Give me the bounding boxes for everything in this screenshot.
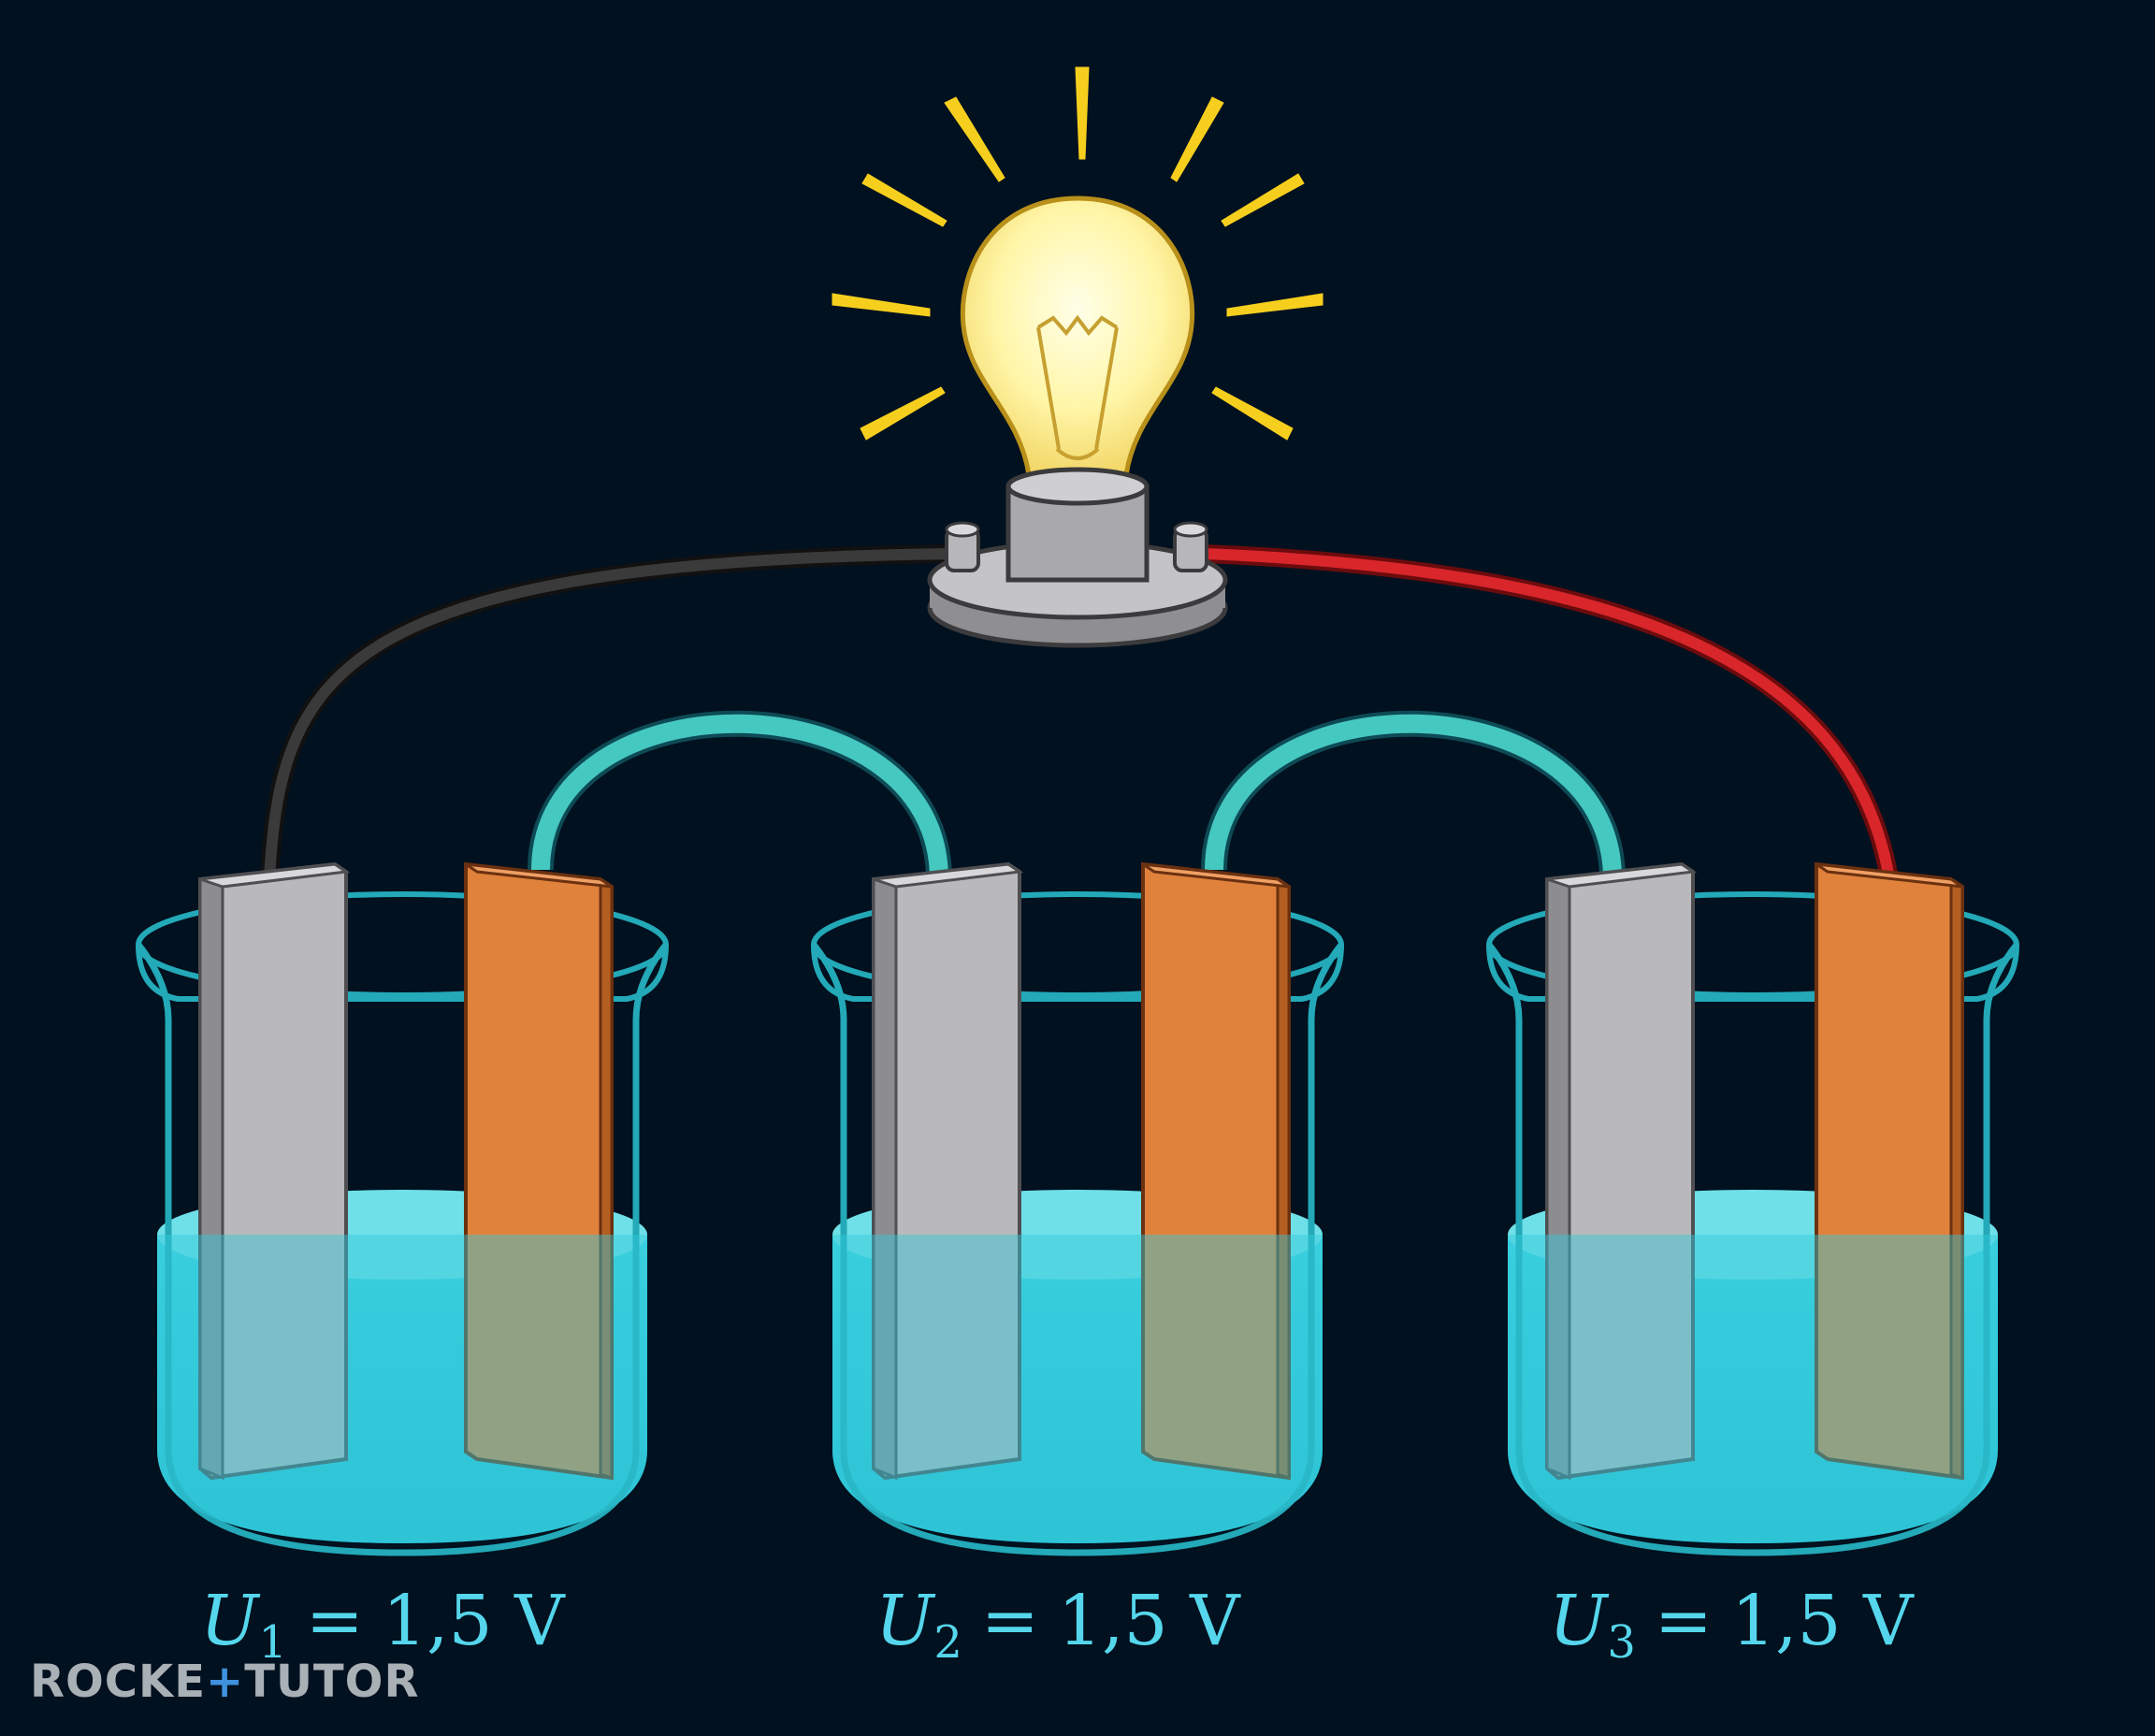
negative-wire [260,544,957,880]
bulb-socket-icon [927,467,1228,648]
watermark-logo: ROCKE+TUTOR [30,1656,420,1708]
light-rays [832,66,1323,441]
cell-3-voltage-label: U3=1,5 V [1549,1581,1914,1669]
cell-1-voltage-label: U1=1,5 V [200,1581,565,1669]
cell-2-voltage-label: U2=1,5 V [875,1581,1240,1669]
salt-bridge-1 [528,710,952,880]
salt-bridge-2 [1201,710,1626,880]
light-bulb-icon [960,195,1195,478]
positive-wire [1204,544,1899,881]
